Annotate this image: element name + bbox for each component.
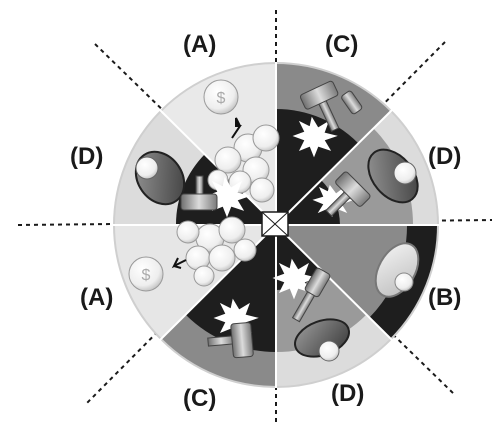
label-left-upper: (D) [70, 143, 103, 170]
coin-icon [203, 79, 239, 115]
hammers [180, 80, 371, 359]
divider-diagonal-ne-sw [84, 41, 446, 406]
label-top-right: (C) [325, 31, 358, 58]
label-right-lower: (B) [428, 284, 461, 311]
impact-burst-icon [292, 116, 338, 158]
label-bottom-right: (D) [331, 380, 364, 407]
saucer-right-lower [374, 242, 420, 298]
hammer-icon [291, 267, 331, 323]
coin-icon [128, 256, 164, 292]
hammer-icon [299, 80, 340, 132]
saucer-right-upper [367, 148, 419, 204]
label-right-upper: (D) [428, 143, 461, 170]
hammer-icon [207, 322, 254, 359]
coin-icon [394, 272, 414, 292]
arrow-icon [231, 117, 242, 139]
coin-icon [249, 177, 275, 203]
coin-icon [176, 220, 200, 244]
coin-icon [252, 124, 280, 152]
label-top-left: (A) [183, 31, 216, 58]
hammer-icon [341, 90, 363, 115]
svg-text:$: $ [142, 267, 151, 284]
coin-icon [208, 244, 236, 272]
coin-icon [214, 146, 242, 174]
arrow-icon [171, 257, 187, 269]
svg-text:$: $ [217, 90, 226, 107]
coin-flying-top: $ [203, 79, 242, 139]
sector-top-right-inner [276, 109, 358, 225]
saucer-bottom-right [294, 318, 350, 362]
coin-icon [193, 265, 215, 287]
coin-icon [218, 216, 246, 244]
coin-icon [233, 238, 257, 262]
coin-pile [176, 124, 280, 287]
label-left-lower: (A) [80, 284, 113, 311]
coin-icon [135, 156, 159, 180]
saucer-left-upper [134, 150, 186, 206]
coin-icon [393, 161, 417, 185]
hammer-icon [325, 171, 371, 217]
coin-flying-left: $ [128, 256, 187, 292]
coin-icon [318, 340, 340, 362]
sector-right-lower-inner [276, 225, 408, 318]
hammer-icon [180, 175, 218, 211]
label-bottom-left: (C) [183, 385, 216, 412]
